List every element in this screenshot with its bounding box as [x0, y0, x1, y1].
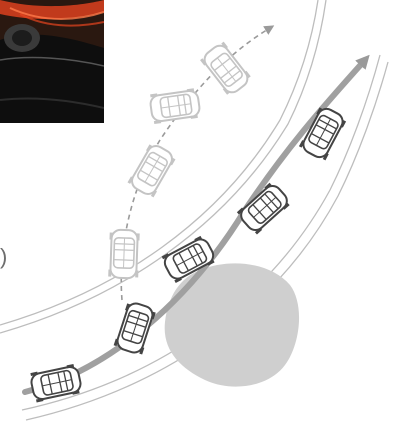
car-5	[298, 105, 347, 161]
ghost-car-1	[108, 229, 140, 278]
slippery-patch	[165, 263, 299, 386]
ghost-car-3	[149, 88, 201, 124]
partial-text-glyph: )	[0, 246, 7, 268]
car-2	[113, 301, 156, 356]
inset-photo	[0, 0, 104, 123]
car-4	[236, 181, 292, 235]
ghost-car-2	[127, 142, 177, 199]
car-1	[29, 363, 82, 402]
ghost-car-4	[199, 41, 252, 97]
